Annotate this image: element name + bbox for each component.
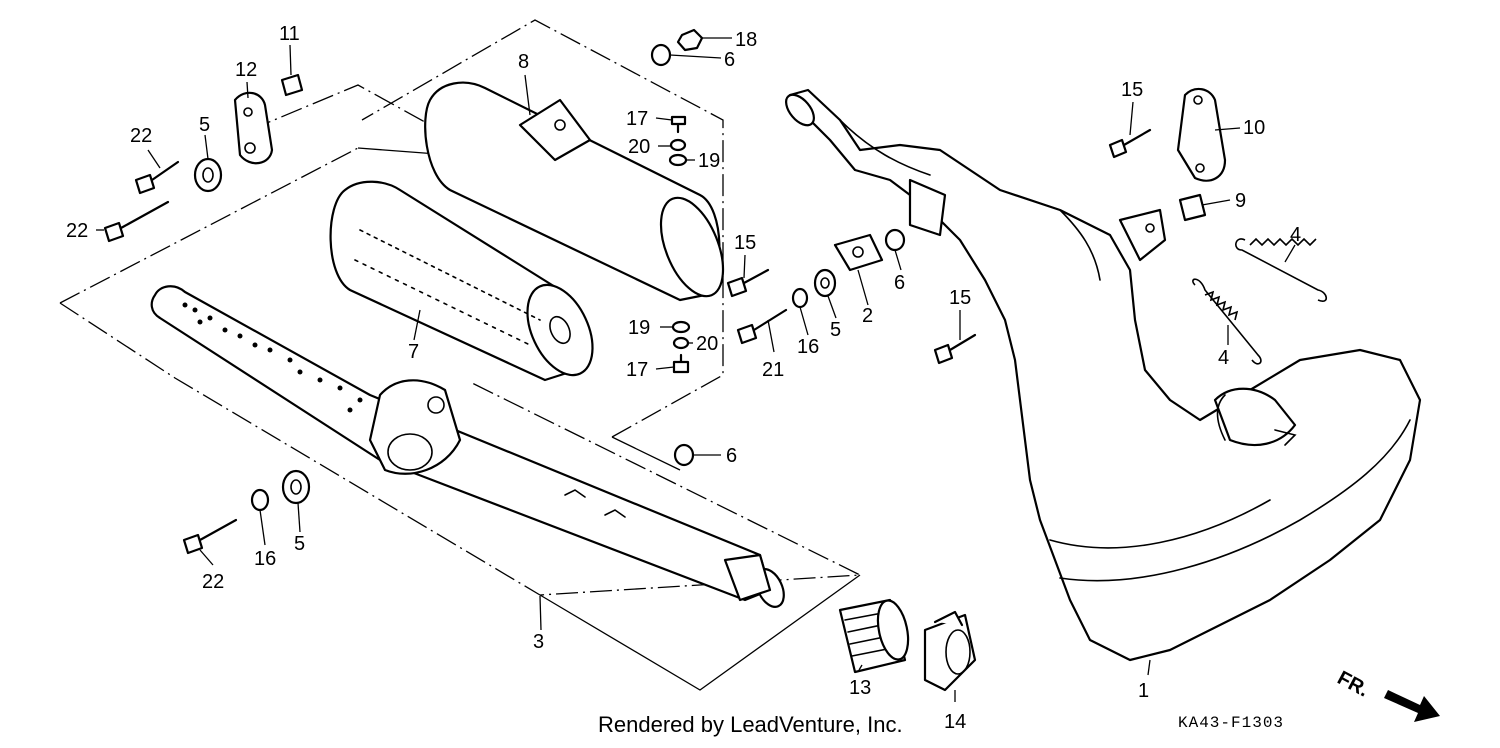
leader-lines (96, 37, 1296, 702)
callout-17-a: 17 (626, 108, 648, 130)
callout-4-upper: 4 (1290, 224, 1301, 246)
expansion-chamber-part-1 (785, 88, 1422, 662)
callout-15-c: 15 (949, 287, 971, 309)
front-direction-arrow-icon (1384, 690, 1440, 722)
callout-5-c: 5 (294, 533, 305, 555)
nut-19-b (671, 320, 691, 334)
spring-part-4-lower (1192, 278, 1262, 365)
callout-3: 3 (533, 631, 544, 653)
callout-22-b: 22 (66, 220, 88, 242)
bolt-22-c (182, 518, 238, 555)
bolt-15-b (726, 268, 770, 298)
silencer-packing-part-7 (329, 180, 594, 382)
washer-20-b (672, 336, 690, 350)
callout-11: 11 (279, 23, 300, 45)
callout-7: 7 (408, 341, 419, 363)
callout-labels: 1 2 3 4 4 5 5 5 6 6 6 7 8 9 10 11 12 13 … (66, 23, 1301, 733)
washer-20-a (669, 138, 687, 152)
screw-17-a (670, 115, 687, 134)
render-credit: Rendered by LeadVenture, Inc. (598, 712, 903, 737)
callout-20-b: 20 (696, 333, 718, 355)
callout-18: 18 (735, 29, 757, 51)
tailpipe-part-3 (150, 285, 785, 608)
callout-19-b: 19 (628, 317, 650, 339)
collar-6-a (650, 43, 672, 67)
callout-14: 14 (944, 711, 966, 733)
callout-6-a: 6 (724, 49, 735, 71)
bolt-22-a (134, 160, 180, 195)
diagram-code: KA43-F1303 (1178, 714, 1285, 732)
washer-16-b (250, 488, 270, 512)
callout-8: 8 (518, 51, 529, 73)
clip-part-9 (1178, 193, 1207, 222)
nut-18 (676, 28, 704, 52)
spring-part-4-upper (1235, 237, 1328, 302)
washer-16-a (791, 287, 809, 309)
callout-13: 13 (849, 677, 871, 699)
callout-16-b: 16 (254, 548, 276, 570)
joint-rubber-part-13 (838, 598, 910, 674)
nut-19-a (668, 153, 688, 167)
callout-21: 21 (762, 359, 784, 381)
callout-1: 1 (1138, 680, 1149, 702)
screw-17-b (672, 353, 690, 374)
callout-16-a: 16 (797, 336, 819, 358)
tailpipe-perforations (182, 302, 363, 413)
bolt-15-a (1108, 128, 1152, 159)
collar-6-c (673, 443, 695, 467)
callout-12: 12 (235, 59, 257, 81)
grommet-5-b (813, 268, 837, 298)
callout-22-a: 22 (130, 125, 152, 147)
callout-15-b: 15 (734, 232, 756, 254)
callout-6-c: 6 (726, 445, 737, 467)
grommet-11 (280, 73, 304, 97)
callout-17-b: 17 (626, 359, 648, 381)
callout-22-c: 22 (202, 571, 224, 593)
callout-10: 10 (1243, 117, 1265, 139)
callout-20-a: 20 (628, 136, 650, 158)
callout-15-a: 15 (1121, 79, 1143, 101)
exhaust-joint-part-14 (923, 610, 977, 692)
collar-6-b (884, 228, 906, 252)
grommet-5-c (281, 469, 311, 505)
callout-4-lower: 4 (1218, 347, 1229, 369)
bolt-15-c (933, 333, 977, 365)
grommet-5-a (193, 157, 223, 193)
silencer-body-part-8 (424, 81, 725, 302)
callout-9: 9 (1235, 190, 1246, 212)
bolt-22-b (103, 200, 170, 243)
bracket-part-12 (233, 91, 274, 165)
bolt-21 (736, 308, 788, 345)
callout-6-b: 6 (894, 272, 905, 294)
callout-5-a: 5 (199, 114, 210, 136)
callout-19-a: 19 (698, 150, 720, 172)
hardware (103, 28, 1152, 555)
callout-5-b: 5 (830, 319, 841, 341)
stay-part-2 (833, 233, 884, 272)
bracket-part-10 (1176, 87, 1227, 182)
callout-2: 2 (862, 305, 873, 327)
